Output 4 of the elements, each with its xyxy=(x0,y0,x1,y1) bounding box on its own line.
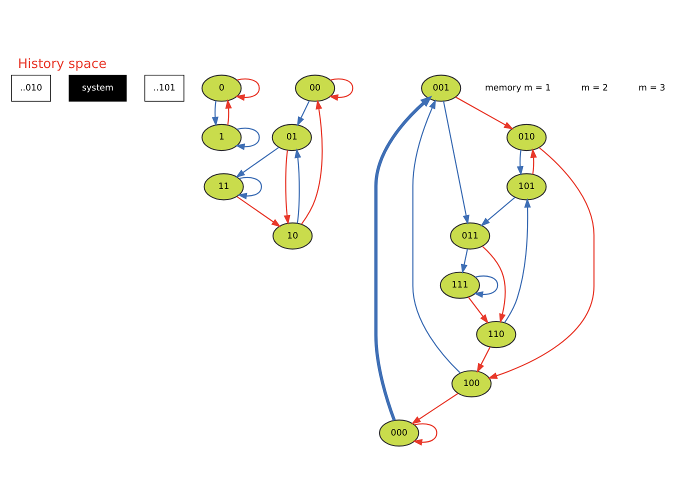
label: m = 3 xyxy=(638,83,666,94)
label: m = 2 xyxy=(581,83,608,94)
diagram-title: History space xyxy=(18,57,107,72)
label: memory m = 1 xyxy=(484,83,551,94)
